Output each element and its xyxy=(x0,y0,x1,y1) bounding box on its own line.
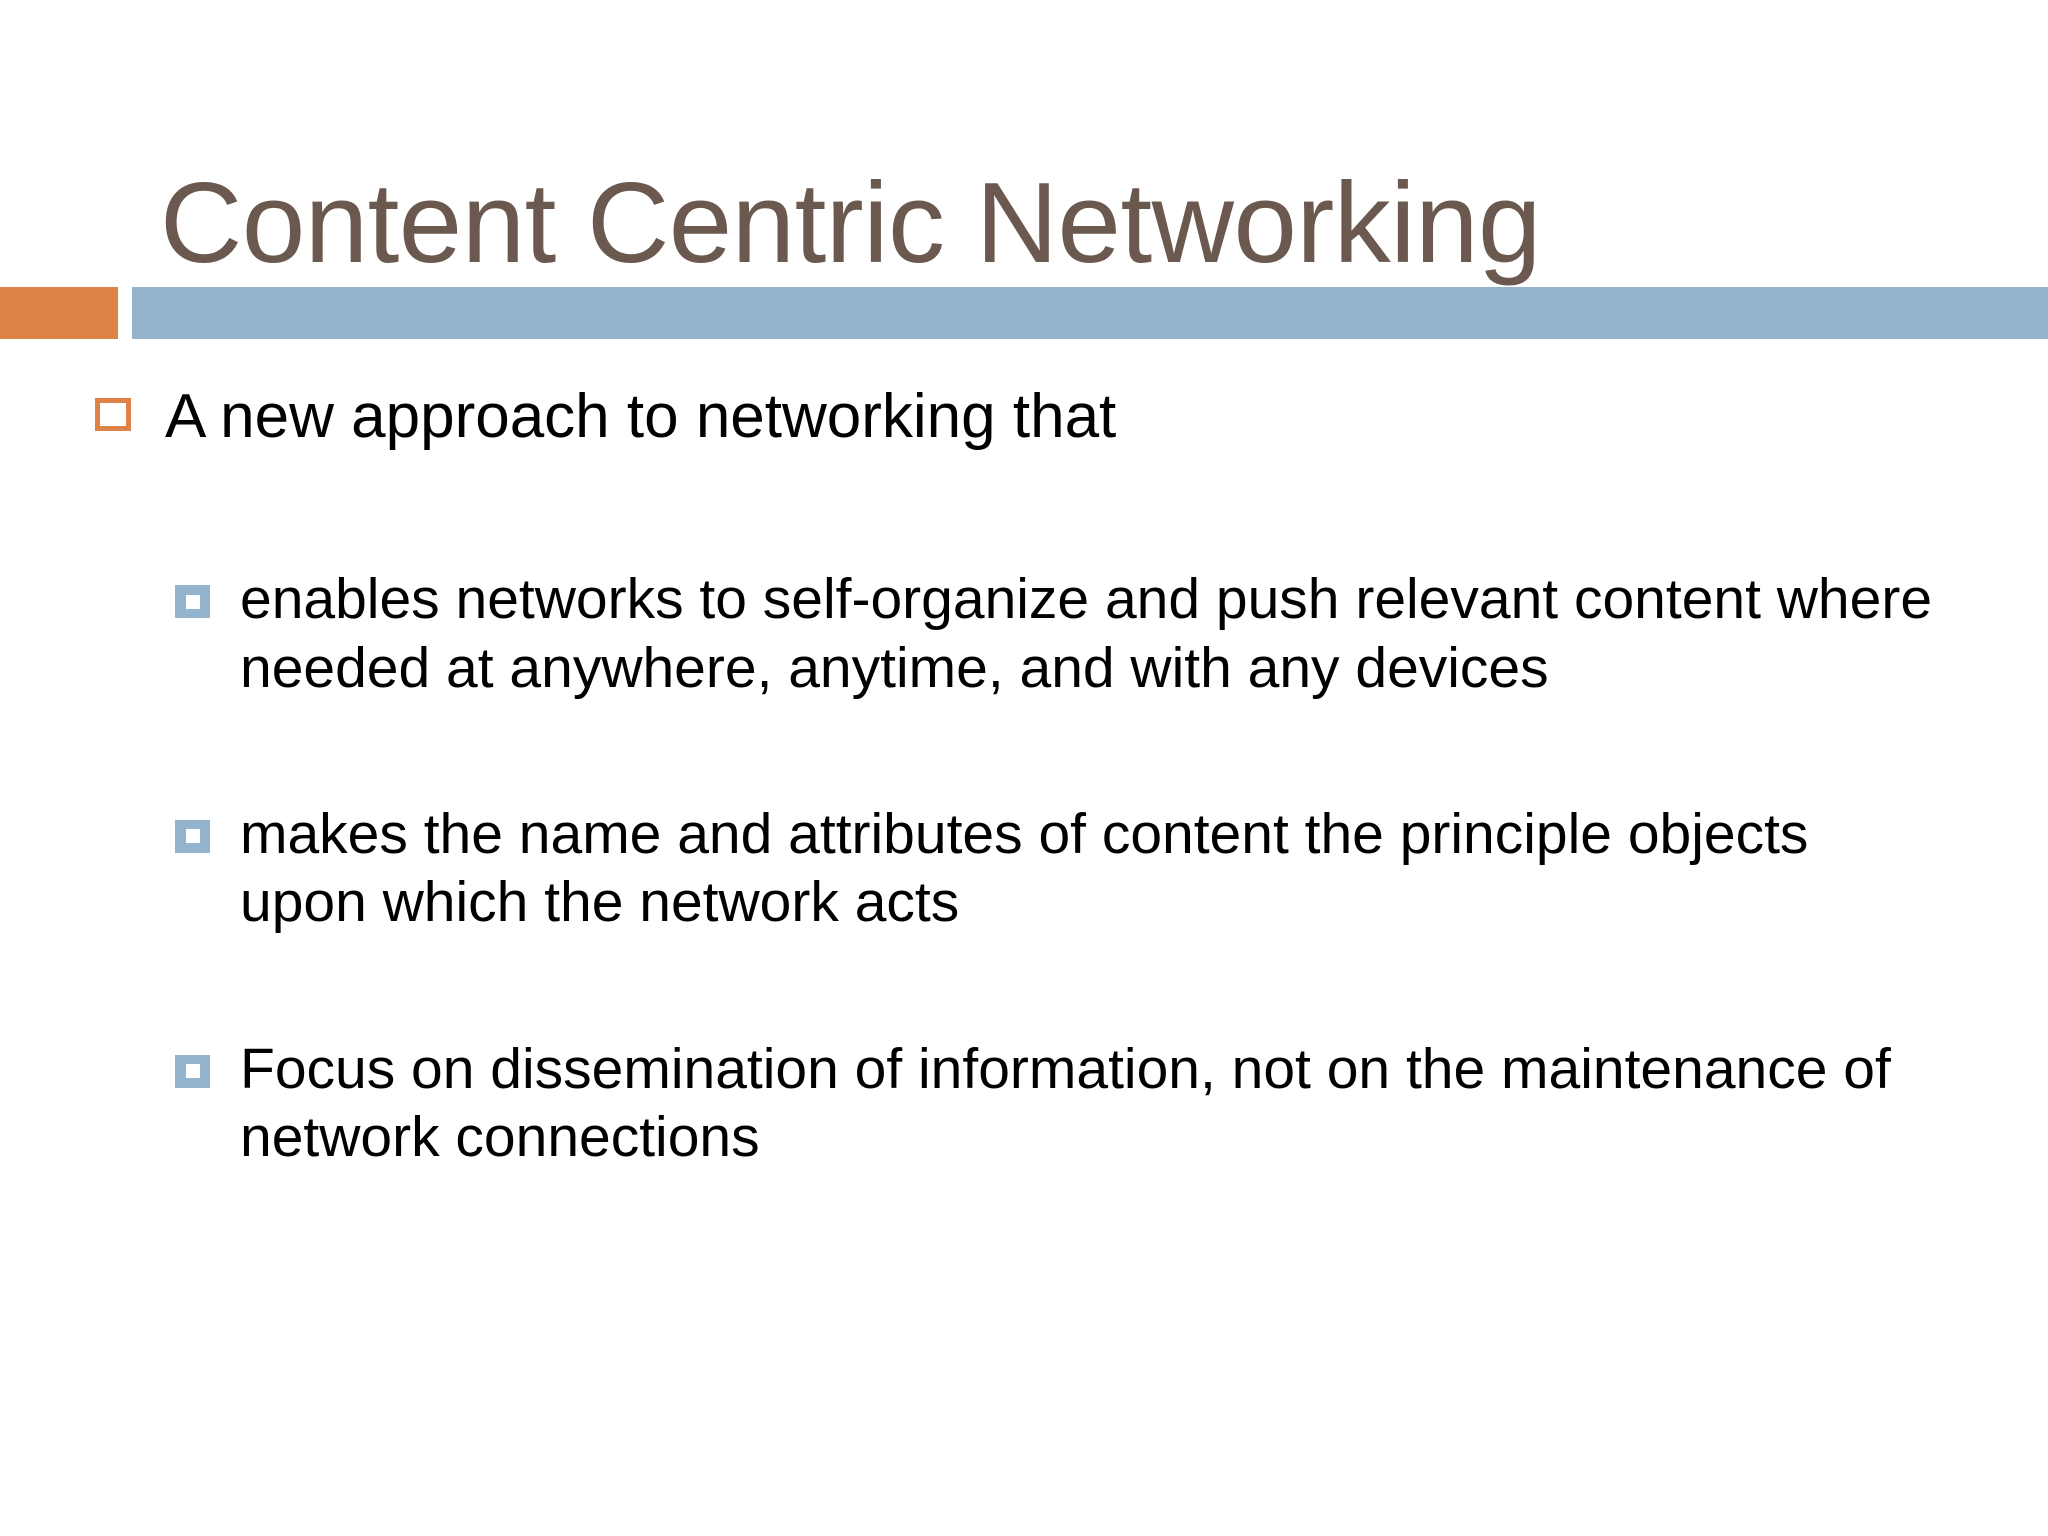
list-item: A new approach to networking that xyxy=(0,380,2048,453)
filled-square-icon xyxy=(175,1054,210,1088)
bullet-text-level2: Focus on dissemination of information, n… xyxy=(240,1036,1891,1170)
bullet-text-level2: makes the name and attributes of content… xyxy=(240,801,1809,935)
list-item: makes the name and attributes of content… xyxy=(0,800,1990,937)
hollow-square-icon xyxy=(95,398,131,431)
filled-square-icon xyxy=(175,585,210,619)
divider-main-bar xyxy=(132,287,2048,339)
divider-accent-bar xyxy=(0,287,118,339)
bullet-text-level1: A new approach to networking that xyxy=(165,382,1117,451)
title-divider xyxy=(0,287,2048,339)
page-title: Content Centric Networking xyxy=(160,160,1541,288)
slide-body: A new approach to networking that enable… xyxy=(0,380,2048,1172)
list-item: enables networks to self-organize and pu… xyxy=(0,565,1990,702)
list-item: Focus on dissemination of information, n… xyxy=(0,1035,1990,1172)
bullet-text-level2: enables networks to self-organize and pu… xyxy=(240,567,1933,700)
filled-square-icon xyxy=(175,819,210,853)
